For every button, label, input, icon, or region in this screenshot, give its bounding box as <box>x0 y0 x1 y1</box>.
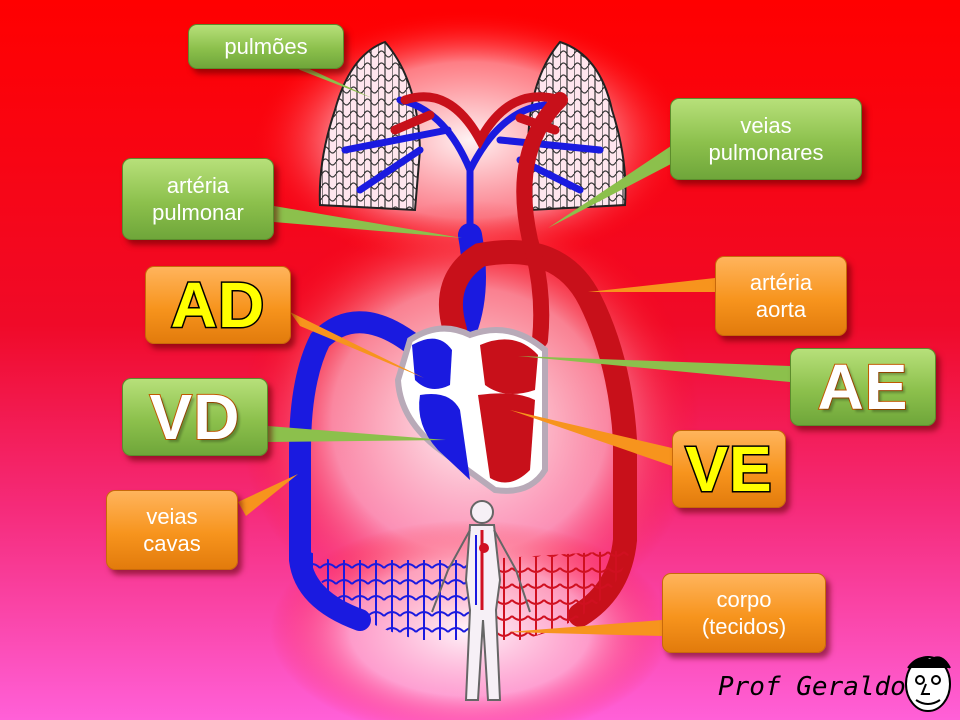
pointer-vd <box>268 426 446 442</box>
label-vd: VD <box>122 378 268 456</box>
left-atrium <box>480 339 538 394</box>
left-ventricle <box>478 393 535 483</box>
pointer-arteria-aorta <box>588 278 715 292</box>
pointer-veias-pulmonares <box>548 140 694 228</box>
label-corpo: corpo (tecidos) <box>662 573 826 653</box>
right-atrium <box>412 338 452 389</box>
pulmonary-artery-trunk <box>453 223 486 342</box>
label-ae: AE <box>790 348 936 426</box>
pulmonary-veins <box>516 92 568 348</box>
capillaries-red <box>470 550 630 640</box>
label-ve: VE <box>672 430 786 508</box>
label-veias-pulmonares: veias pulmonares <box>670 98 862 180</box>
heart-illustration <box>394 325 548 494</box>
pointer-corpo <box>508 620 662 636</box>
label-ad: AD <box>145 266 291 344</box>
caricature-face-icon <box>905 656 951 712</box>
systemic-vessels <box>289 92 637 640</box>
lungs-illustration <box>318 40 627 239</box>
pointer-ae <box>518 356 790 382</box>
right-lung <box>526 40 627 212</box>
right-ventricle <box>419 394 470 480</box>
vena-cava-loop <box>289 311 431 631</box>
label-arteria-aorta: artéria aorta <box>715 256 847 336</box>
pointer-ve <box>510 410 672 466</box>
label-arteria-pulmonar: artéria pulmonar <box>122 158 274 240</box>
pointer-veias-cavas <box>238 474 298 516</box>
capillaries-blue <box>305 550 470 640</box>
author-signature: Prof Geraldo <box>718 672 906 702</box>
label-veias-cavas: veias cavas <box>106 490 238 570</box>
pointer-arteria-pulmonar <box>274 206 462 238</box>
label-pulmoes: pulmões <box>188 24 344 69</box>
human-body-icon <box>431 500 531 701</box>
pointer-lines <box>238 58 790 636</box>
pointer-ad <box>290 312 424 378</box>
